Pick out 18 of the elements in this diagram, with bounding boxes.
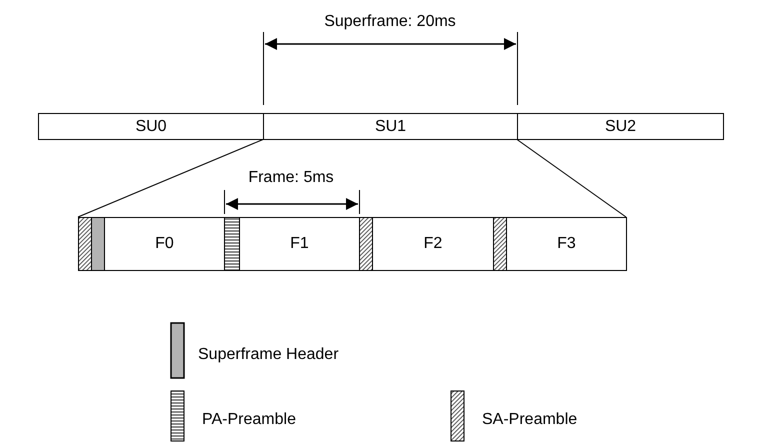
- segment-label: F0: [155, 234, 174, 254]
- superframe-unit-box: [263, 113, 518, 140]
- segment-label: F2: [424, 234, 442, 254]
- segment-label: SU0: [135, 116, 167, 136]
- dimension-label: Superframe: 20ms: [324, 12, 456, 32]
- legend-label: PA-Preamble: [202, 410, 296, 430]
- dimension-label: Frame: 5ms: [248, 168, 334, 188]
- segment-label: SU2: [604, 116, 636, 136]
- frame-bar: [78, 217, 627, 271]
- segment-label: F1: [290, 234, 309, 254]
- legend-label: Superframe Header: [198, 345, 339, 365]
- segment-label: SU1: [374, 116, 406, 136]
- zoom-line: [516, 139, 626, 218]
- legend-label: SA-Preamble: [482, 410, 578, 430]
- superframe-unit-box: [38, 113, 264, 140]
- segment-label: F3: [557, 234, 576, 254]
- superframe-unit-box: [517, 113, 724, 140]
- zoom-line: [78, 139, 264, 218]
